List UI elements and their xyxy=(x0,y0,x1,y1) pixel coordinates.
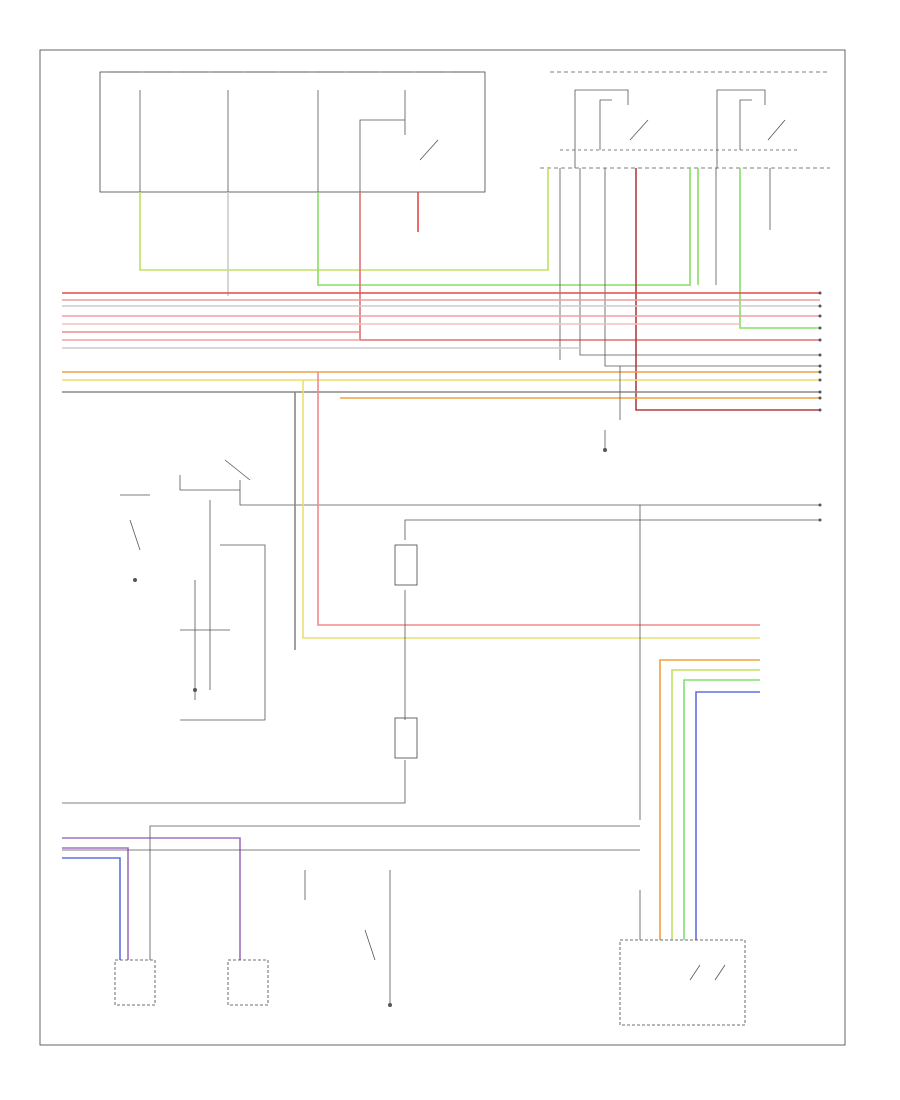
switch-icon xyxy=(139,90,439,192)
switch-icon xyxy=(227,959,269,1006)
middle-left-switch xyxy=(120,459,820,721)
connector-icon xyxy=(394,544,418,586)
right-side-wires xyxy=(62,366,820,820)
relay-feed-wires xyxy=(639,659,760,940)
connector-icon xyxy=(394,717,418,759)
top-right-component-box xyxy=(540,71,830,169)
wire-bus xyxy=(62,292,820,399)
lower-wires xyxy=(62,825,640,1005)
bus-terminals xyxy=(818,291,822,522)
diagram-frame xyxy=(39,49,846,1046)
relay-box xyxy=(619,939,746,1026)
switch-icon xyxy=(114,959,156,1006)
top-left-component-box xyxy=(99,71,486,193)
upper-feed-wires xyxy=(139,168,820,411)
left-vertical-wires xyxy=(294,372,760,650)
ground-icon xyxy=(133,448,607,1007)
